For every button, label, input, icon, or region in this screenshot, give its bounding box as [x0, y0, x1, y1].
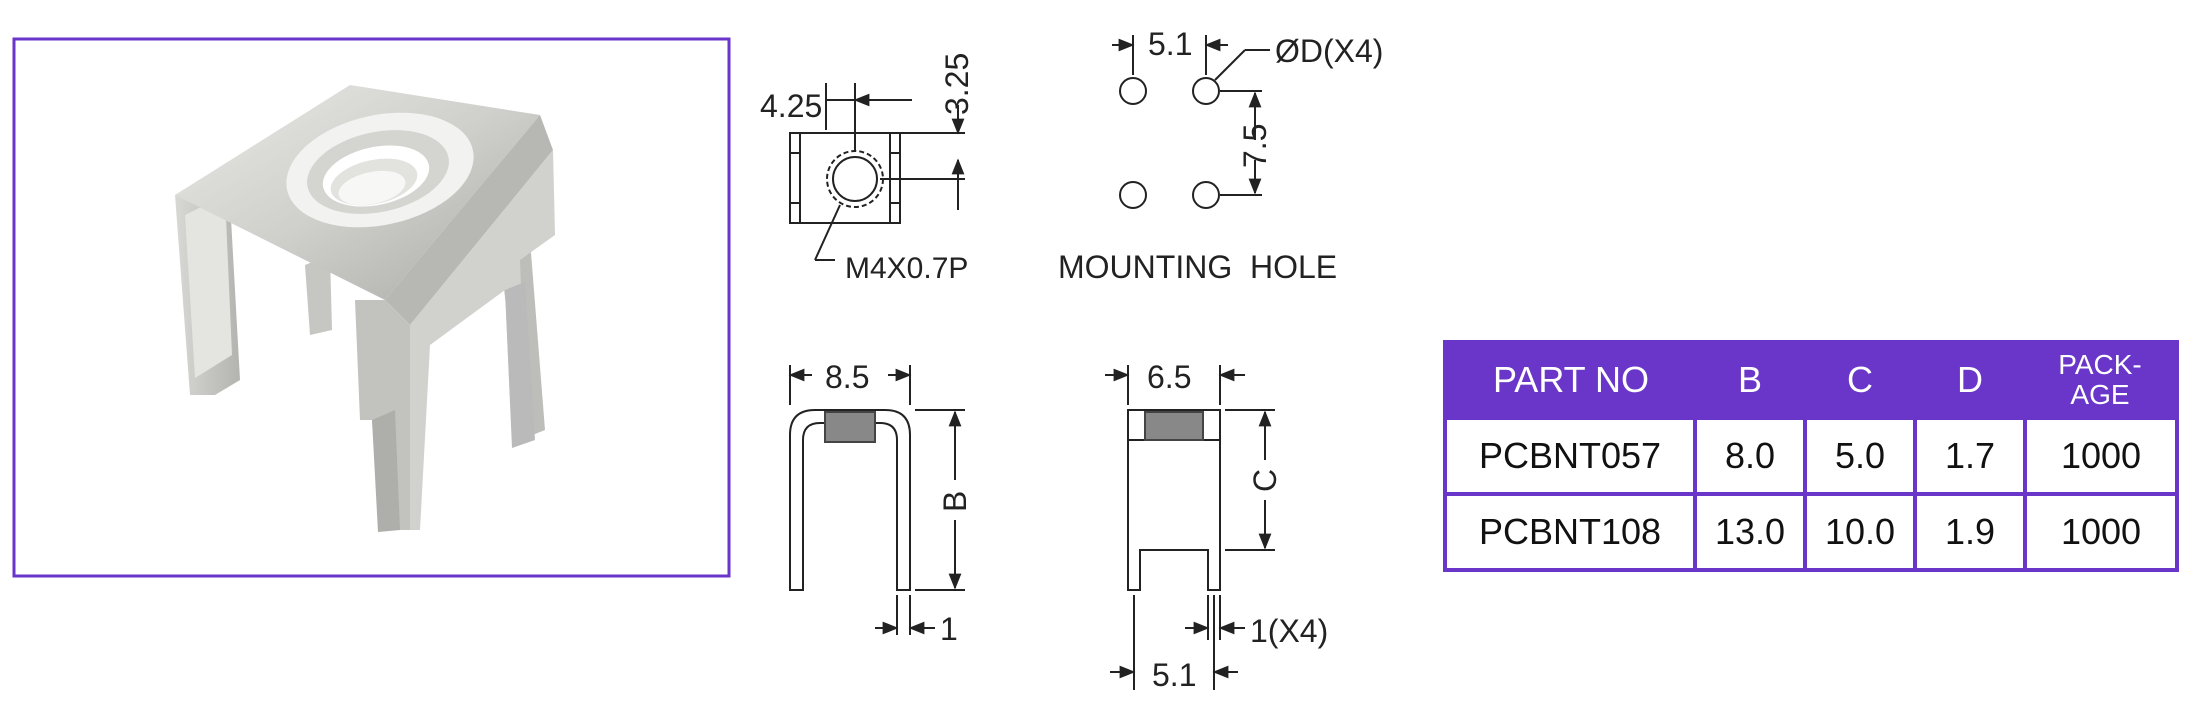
header-part-no: PART NO	[1445, 342, 1695, 418]
mount-hole-4	[1192, 181, 1220, 209]
cell-c: 10.0	[1803, 492, 1917, 572]
cell-package: 1000	[2023, 416, 2179, 496]
top-view	[789, 83, 965, 261]
side-view	[788, 365, 965, 635]
dim-side-height: B	[937, 491, 973, 512]
cell-b: 13.0	[1693, 492, 1807, 572]
cell-c: 5.0	[1803, 416, 1917, 496]
header-c: C	[1805, 342, 1915, 418]
dim-pin-spacing: 5.1	[1152, 657, 1196, 693]
mount-hole-2	[1192, 77, 1220, 105]
dim-hole-diameter: ØD(X4)	[1275, 33, 1383, 69]
mount-hole-1	[1119, 77, 1147, 105]
thread-label: M4X0.7P	[845, 252, 968, 285]
dim-front-height: C	[1247, 469, 1283, 492]
cell-part-no: PCBNT057	[1443, 416, 1697, 496]
dim-hole-spacing-y: 7.5	[1237, 124, 1273, 168]
dim-front-width: 6.5	[1147, 359, 1191, 395]
cell-b: 8.0	[1693, 416, 1807, 496]
dim-top-height: 3.25	[939, 53, 975, 115]
mounting-hole-label: MOUNTING HOLE	[1058, 249, 1337, 285]
dim-hole-spacing-x: 5.1	[1148, 26, 1192, 62]
mount-hole-3	[1119, 181, 1147, 209]
cell-d: 1.9	[1913, 492, 2027, 572]
spec-table: PART NO B C D PACK- AGE PCBNT057 8.0 5.0…	[1443, 340, 2179, 572]
dim-side-width: 8.5	[825, 359, 869, 395]
terminal-photo	[175, 85, 555, 532]
header-package: PACK- AGE	[2025, 342, 2177, 418]
mounting-hole-view	[1112, 35, 1270, 209]
front-view	[1105, 365, 1275, 690]
table-header-row: PART NO B C D PACK- AGE	[1445, 342, 2177, 418]
dim-side-thickness: 1	[940, 611, 958, 647]
header-b: B	[1695, 342, 1805, 418]
dim-pin-width: 1(X4)	[1250, 613, 1328, 649]
cell-part-no: PCBNT108	[1443, 492, 1697, 572]
header-d: D	[1915, 342, 2025, 418]
table-row: PCBNT108 13.0 10.0 1.9 1000	[1443, 492, 2179, 572]
cell-package: 1000	[2023, 492, 2179, 572]
dim-top-width: 4.25	[760, 88, 822, 124]
table-row: PCBNT057 8.0 5.0 1.7 1000	[1443, 416, 2179, 496]
cell-d: 1.7	[1913, 416, 2027, 496]
